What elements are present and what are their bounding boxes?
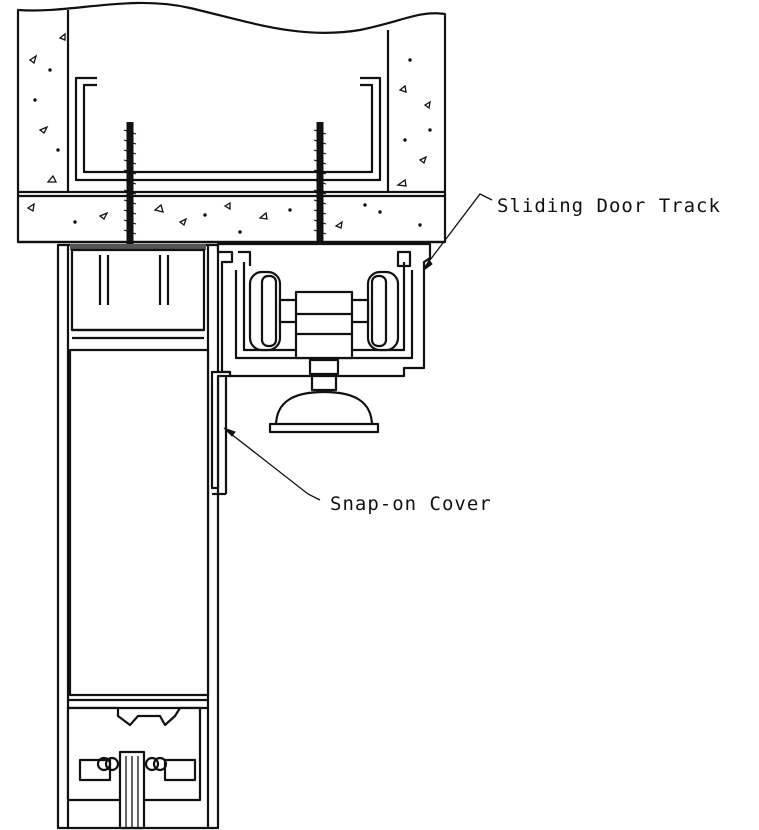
snap-on-cover <box>210 370 232 496</box>
screw-right <box>307 122 333 259</box>
roller-carriage <box>248 270 400 434</box>
gasket-right <box>144 756 168 772</box>
leader-track <box>423 193 493 271</box>
label-snap-on-cover: Snap-on Cover <box>330 493 492 515</box>
label-sliding-door-track: Sliding Door Track <box>497 195 721 217</box>
frame-profile <box>56 243 220 830</box>
leader-cover <box>223 427 321 501</box>
gasket-left <box>96 756 120 772</box>
concrete-ceiling <box>16 1 447 244</box>
screw-left <box>117 122 143 259</box>
